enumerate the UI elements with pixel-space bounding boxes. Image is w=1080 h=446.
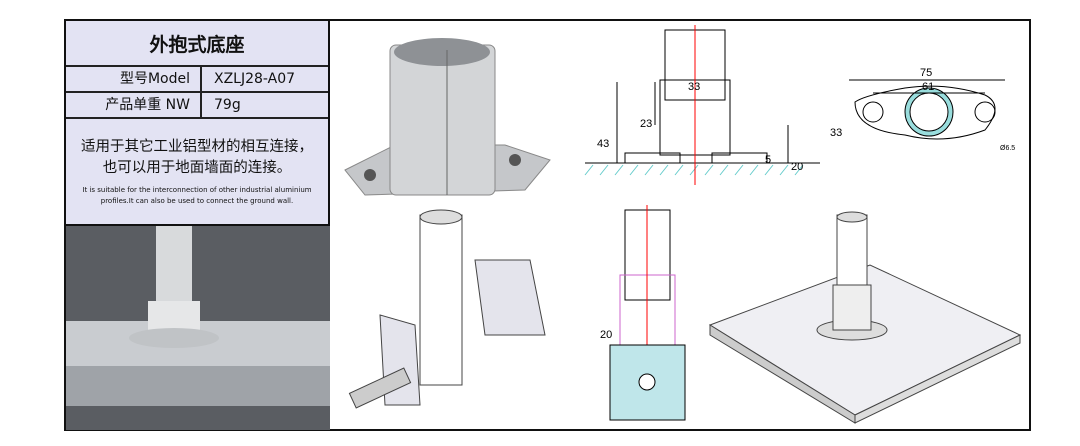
weight-value: 79g xyxy=(214,97,241,113)
dim-33-width: 33 xyxy=(830,127,842,139)
top-view-drawing: 75 61 33 Ø6.5 xyxy=(830,67,1015,152)
model-row: 型号Model XZLJ28-A07 xyxy=(66,67,328,93)
dim-5: 5 xyxy=(765,154,771,166)
description-cn-2: 也可以用于地面墙面的连接。 xyxy=(102,160,292,176)
dim-75: 75 xyxy=(920,67,932,79)
product-title: 外抱式底座 xyxy=(66,21,328,67)
dim-33: 33 xyxy=(688,81,700,93)
plate-assembly xyxy=(708,211,1022,424)
dim-43: 43 xyxy=(597,138,609,150)
dim-20-section: 20 xyxy=(600,329,612,341)
spec-table: 外抱式底座 型号Model XZLJ28-A07 产品单重 NW 79g 适用于… xyxy=(64,19,330,226)
model-value: XZLJ28-A07 xyxy=(214,71,296,87)
description: 适用于其它工业铝型材的相互连接， 也可以用于地面墙面的连接。 It is sui… xyxy=(66,121,328,207)
section-drawing: 20 xyxy=(600,205,686,421)
model-label: 型号Model xyxy=(66,67,202,91)
installed-photo xyxy=(66,226,330,430)
exploded-view xyxy=(348,209,546,409)
description-cn-1: 适用于其它工业铝型材的相互连接， xyxy=(81,139,313,155)
base-3d-photo xyxy=(344,38,551,196)
dim-20: 20 xyxy=(791,161,803,173)
dim-hole-diameter: Ø6.5 xyxy=(1000,145,1015,152)
dim-61: 61 xyxy=(922,81,934,93)
side-view-drawing: 33 23 43 5 20 xyxy=(584,25,820,185)
weight-label: 产品单重 NW xyxy=(66,93,202,117)
description-en: It is suitable for the interconnection o… xyxy=(82,186,312,205)
weight-row: 产品单重 NW 79g xyxy=(66,93,328,119)
dim-23: 23 xyxy=(640,118,652,130)
